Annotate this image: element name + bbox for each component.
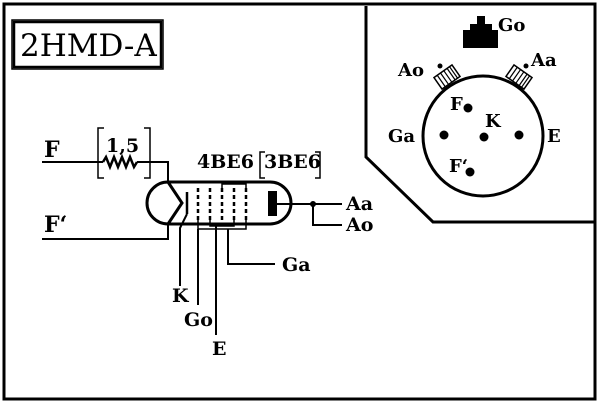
pin-f bbox=[463, 103, 473, 113]
tube-grids bbox=[196, 188, 248, 220]
base-view-panel bbox=[364, 6, 594, 224]
pin-ga bbox=[439, 130, 449, 140]
title-text: 2HMD-A bbox=[20, 28, 157, 64]
base-go-label: Go bbox=[498, 15, 525, 36]
base-k-label: K bbox=[485, 111, 502, 132]
tube-cathode-leg bbox=[179, 213, 188, 286]
top-cap-symbol bbox=[463, 16, 498, 48]
grid-link-upper bbox=[221, 183, 247, 188]
cap-pin-aa bbox=[523, 63, 529, 69]
pin-e bbox=[514, 130, 524, 140]
wire-ao bbox=[312, 204, 342, 226]
base-f-prime-label: F‘ bbox=[449, 156, 468, 177]
label-f-prime: F‘ bbox=[44, 212, 67, 238]
label-aa: Aa bbox=[345, 193, 373, 215]
label-ao: Ao bbox=[345, 214, 373, 236]
label-e: E bbox=[212, 338, 226, 360]
wire-f-prime bbox=[42, 224, 169, 240]
base-ga-label: Ga bbox=[388, 126, 415, 147]
grid-link-lower bbox=[209, 220, 235, 227]
tube-alt-bracket-right bbox=[315, 151, 321, 179]
base-f-label: F bbox=[450, 94, 463, 115]
label-ga: Ga bbox=[282, 254, 311, 276]
wire-ga bbox=[227, 229, 275, 265]
tube-heater bbox=[166, 181, 184, 225]
base-e-label: E bbox=[547, 126, 561, 147]
title-box: 2HMD-A bbox=[11, 19, 164, 70]
cap-connector-aa bbox=[504, 63, 534, 91]
wire-f-to-tube bbox=[137, 161, 169, 182]
label-f: F bbox=[44, 137, 60, 163]
tube-alt-bracket-left bbox=[259, 151, 265, 179]
base-aa-label: Aa bbox=[530, 50, 557, 71]
resistor-zigzag bbox=[101, 153, 139, 171]
resistor-bracket-right bbox=[144, 127, 151, 179]
pin-f-prime bbox=[465, 167, 475, 177]
resistor-bracket-left bbox=[97, 127, 104, 179]
tube-alt-type-label: 3BE6 bbox=[264, 151, 321, 173]
base-circle bbox=[421, 74, 545, 198]
label-k: K bbox=[172, 285, 190, 307]
grid-link-screen bbox=[197, 220, 247, 230]
cap-pin-ao bbox=[437, 63, 443, 69]
pin-k bbox=[479, 132, 489, 142]
tube-envelope bbox=[145, 180, 293, 226]
cap-connector-ao bbox=[432, 63, 462, 91]
tube-anode bbox=[268, 191, 277, 216]
base-ao-label: Ao bbox=[397, 60, 424, 81]
outer-frame bbox=[2, 2, 597, 401]
tube-type-label: 4BE6 bbox=[197, 151, 254, 173]
label-go: Go bbox=[184, 309, 213, 331]
resistor-value: 1,5 bbox=[106, 135, 139, 157]
